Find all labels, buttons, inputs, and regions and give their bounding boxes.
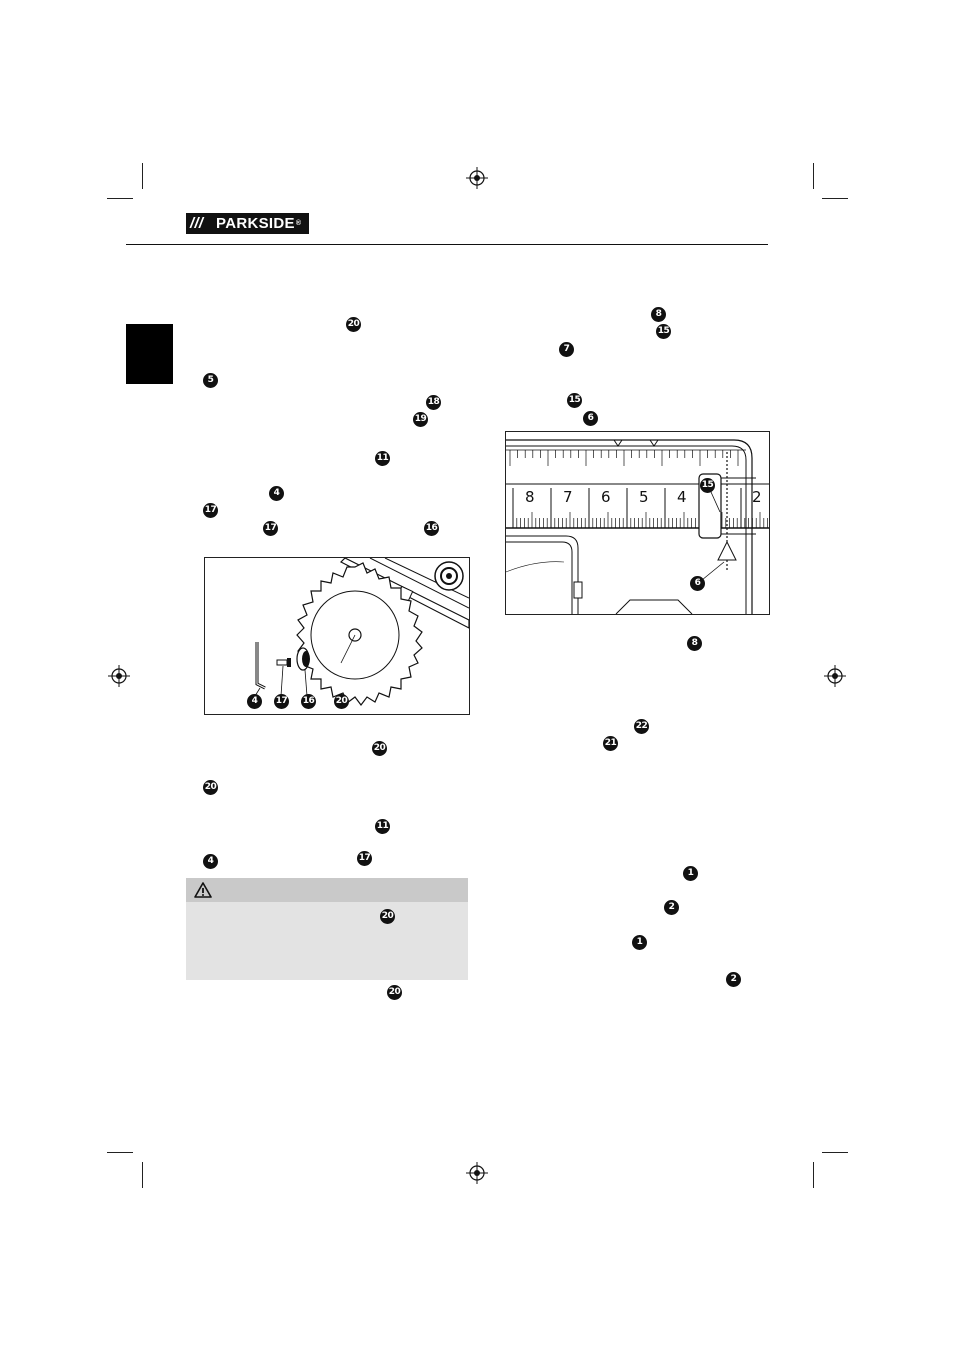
ref-badge: 20	[203, 780, 218, 795]
scale-number: 4	[677, 488, 687, 506]
scale-number: 8	[525, 488, 535, 506]
crop-mark	[107, 198, 133, 199]
ref-badge: 1	[632, 935, 647, 950]
registration-mark-icon	[108, 665, 130, 687]
scale-figure: 8 7 6 5 4 2 15 6	[505, 431, 770, 615]
ref-badge: 20	[372, 741, 387, 756]
brand-logo: /// PARKSIDE®	[186, 213, 309, 234]
ref-badge: 20	[380, 909, 395, 924]
ref-badge: 11	[375, 819, 390, 834]
ref-badge: 17	[357, 851, 372, 866]
ref-badge: 11	[375, 451, 390, 466]
ref-badge: 21	[603, 736, 618, 751]
registration-mark-icon	[824, 665, 846, 687]
brand-slashes: ///	[190, 215, 204, 232]
ref-badge: 15	[656, 324, 671, 339]
language-tab	[126, 324, 173, 384]
ref-badge: 4	[269, 486, 284, 501]
figure-callout: 4	[247, 694, 262, 709]
crop-mark	[142, 1162, 143, 1188]
figure-callout: 17	[274, 694, 289, 709]
header-rule	[126, 244, 768, 245]
saw-blade-illustration	[254, 558, 469, 706]
figure-callout: 15	[700, 478, 715, 493]
warning-header	[186, 878, 468, 902]
scale-number: 5	[639, 488, 649, 506]
ref-badge: 8	[687, 636, 702, 651]
ref-badge: 2	[664, 900, 679, 915]
ref-badge: 8	[651, 307, 666, 322]
registration-mark-icon	[466, 1162, 488, 1184]
scale-number: 7	[563, 488, 573, 506]
crop-mark	[822, 198, 848, 199]
saw-blade-figure: 4 17 16 20	[204, 557, 470, 715]
figure-callout: 20	[334, 694, 349, 709]
ref-badge: 19	[413, 412, 428, 427]
ref-badge: 15	[567, 393, 582, 408]
scale-number: 2	[752, 488, 762, 506]
crop-mark	[813, 163, 814, 189]
ref-badge: 2	[726, 972, 741, 987]
ref-badge: 18	[426, 395, 441, 410]
ref-badge: 16	[424, 521, 439, 536]
crop-mark	[107, 1152, 133, 1153]
crop-mark	[822, 1152, 848, 1153]
ref-badge: 7	[559, 342, 574, 357]
ref-badge: 5	[203, 373, 218, 388]
ref-badge: 17	[203, 503, 218, 518]
warning-icon	[194, 882, 212, 898]
brand-trademark: ®	[295, 220, 302, 227]
ref-badge: 17	[263, 521, 278, 536]
ref-badge: 22	[634, 719, 649, 734]
scale-number: 6	[601, 488, 611, 506]
ref-badge: 20	[346, 317, 361, 332]
warning-box: 20	[186, 878, 468, 980]
registration-mark-icon	[466, 167, 488, 189]
ref-badge: 20	[387, 985, 402, 1000]
figure-callout: 6	[690, 576, 705, 591]
figure-callout: 16	[301, 694, 316, 709]
scale-illustration	[506, 439, 769, 614]
crop-mark	[813, 1162, 814, 1188]
ref-badge: 1	[683, 866, 698, 881]
ref-badge: 6	[583, 411, 598, 426]
brand-name: PARKSIDE	[216, 215, 295, 232]
crop-mark	[142, 163, 143, 189]
ref-badge: 4	[203, 854, 218, 869]
